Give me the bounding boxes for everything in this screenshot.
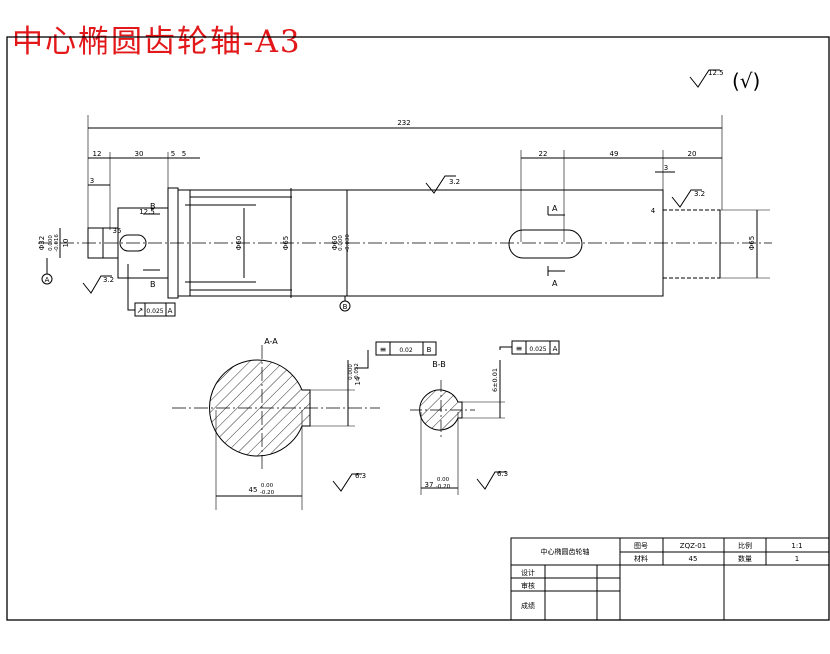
title-block-frame: [510, 537, 830, 621]
tb-qty-label: 数量: [738, 554, 752, 563]
roughness-global-note: (√): [732, 69, 760, 93]
section-a-label-bottom: A: [552, 279, 558, 288]
phi60-label: Φ60: [235, 236, 243, 250]
runout-value: 0.025: [146, 308, 163, 315]
tb-qty: 1: [795, 555, 799, 563]
section-aa-view: A-A: [172, 337, 437, 510]
phi-left-tol2: -0.016: [54, 234, 60, 252]
right-keyway: [508, 229, 583, 259]
section-aa-leader: [355, 350, 369, 369]
left-keyway: [119, 234, 147, 252]
section-bb-roughness-symbol: [476, 471, 506, 490]
phi-right-label: Φ65: [748, 236, 756, 250]
title-block: [510, 537, 830, 621]
section-bb-width-label: 37: [425, 481, 434, 489]
section-aa-depth-tol2: -0.052: [354, 363, 360, 381]
section-aa-depth-tol1: 0.000: [348, 364, 354, 380]
section-aa-width-tol1: 0.00: [261, 483, 274, 489]
section-bb-title: B-B: [432, 360, 446, 369]
section-bb-width-tol2: -0.20: [436, 484, 451, 490]
dim-5-label: 5: [171, 150, 175, 158]
phi65-label: Φ65: [282, 236, 290, 250]
shaft-main-view: [38, 69, 772, 317]
section-bb-symmetry-datum: A: [553, 345, 558, 353]
tb-material-label: 材料: [634, 554, 648, 563]
phi-left-tol1: 0.000: [48, 235, 54, 251]
dim-overall-label: 232: [397, 119, 410, 127]
section-aa-symmetry-symbol: ≡: [380, 345, 387, 354]
roughness-global-label: 12.5: [708, 69, 724, 77]
section-bb-leader: [499, 346, 512, 350]
section-aa-symmetry-frame: [375, 341, 437, 356]
tb-reviewer-label: 审核: [521, 581, 535, 590]
roughness-global-symbol: [689, 69, 720, 88]
section-aa-width-tol2: -0.20: [260, 490, 275, 496]
section-aa-title: A-A: [264, 337, 278, 346]
section-bb-hatched-circle: [419, 389, 463, 431]
tb-grade-label: 成绩: [521, 601, 535, 610]
tb-drawing-no-label: 图号: [634, 542, 648, 550]
section-bb-view: B-B: [410, 340, 560, 495]
roughness-main-label: 3.2: [449, 178, 460, 186]
dim-20-label: 20: [688, 150, 697, 158]
dim-10-label: 10: [62, 239, 70, 248]
phi-left-label: Φ32: [38, 236, 46, 250]
roughness-main-symbol: [425, 175, 456, 194]
dim-22-label: 22: [539, 150, 548, 158]
section-aa-width-label: 45: [249, 486, 258, 494]
tb-scale: 1:1: [791, 542, 802, 550]
section-a-label-top: A: [552, 204, 558, 213]
section-bb-width-tol1: 0.00: [437, 477, 450, 483]
dim-5b-label: 5: [182, 150, 186, 158]
section-aa-symmetry-datum: B: [427, 346, 432, 354]
section-aa-hatched-circle: [209, 359, 311, 457]
section-bb-symmetry-frame: [511, 340, 560, 355]
section-bb-roughness-label: 6.3: [497, 470, 508, 478]
section-bb-symmetry-symbol: ≡: [516, 344, 523, 353]
datum-b-label: B: [343, 303, 348, 311]
runout-frame: [134, 302, 176, 317]
section-bb-labels: 37 0.00 -0.20 6±0.01 ≡ 0.025 A 6.3: [425, 344, 558, 490]
runout-leader: [127, 264, 135, 311]
gear-body: [177, 189, 664, 297]
main-view-labels: 232 12 30 5 5 3 22 49 20 3 4 35 12.5 Φ32…: [38, 69, 760, 315]
tb-drawing-no: ZQZ-01: [680, 542, 706, 550]
tb-material: 45: [689, 555, 698, 563]
dim-12-label: 12: [93, 150, 102, 158]
dim-35-label: 35: [113, 227, 122, 235]
section-aa-roughness-symbol: [332, 473, 362, 492]
drawing-border: [6, 36, 830, 621]
roughness-right-label: 3.2: [694, 190, 705, 198]
dim-4-label: 4: [651, 207, 656, 215]
runout-symbol: ↗: [137, 306, 144, 315]
datum-a-label: A: [45, 276, 50, 284]
section-b-label-bottom: B: [150, 280, 156, 289]
section-aa-roughness-label: 6.3: [355, 472, 366, 480]
dim-30-label: 30: [135, 150, 144, 158]
section-bb-depth-label: 6±0.01: [491, 368, 499, 392]
section-aa-depth-label: 14: [354, 376, 362, 385]
dim-49-label: 49: [610, 150, 619, 158]
tb-designer-label: 设计: [521, 568, 535, 577]
phi-mid-tol2: -0.030: [345, 234, 351, 252]
tb-part-name: 中心椭圆齿轮轴: [541, 547, 590, 556]
title-block-text: 中心椭圆齿轮轴 图号 ZQZ-01 比例 1:1 材料 45 数量 1 设计 审…: [521, 541, 803, 610]
phi-mid-tol1: 0.000: [338, 235, 344, 251]
drawing-title-banner: 中心椭圆齿轮轴-A3: [12, 24, 302, 60]
dim-3-label: 3: [90, 177, 94, 185]
section-aa-symmetry-value: 0.02: [399, 347, 413, 354]
roughness-right-symbol: [671, 189, 702, 208]
dim-3b-label: 3: [664, 164, 668, 172]
phi-mid-label: Φ60: [331, 236, 339, 250]
roughness-left-label: 3.2: [103, 276, 114, 284]
section-aa-labels: 45 0.00 -0.20 14 0.000 -0.052 ≡ 0.02 B 6…: [249, 345, 432, 496]
section-b-label-top: B: [150, 202, 156, 211]
tb-scale-label: 比例: [738, 541, 752, 550]
dim-12-5-label: 12.5: [139, 208, 155, 216]
section-bb-symmetry-value: 0.025: [529, 346, 546, 353]
roughness-left-symbol: [82, 275, 112, 294]
runout-datum: A: [168, 307, 173, 315]
